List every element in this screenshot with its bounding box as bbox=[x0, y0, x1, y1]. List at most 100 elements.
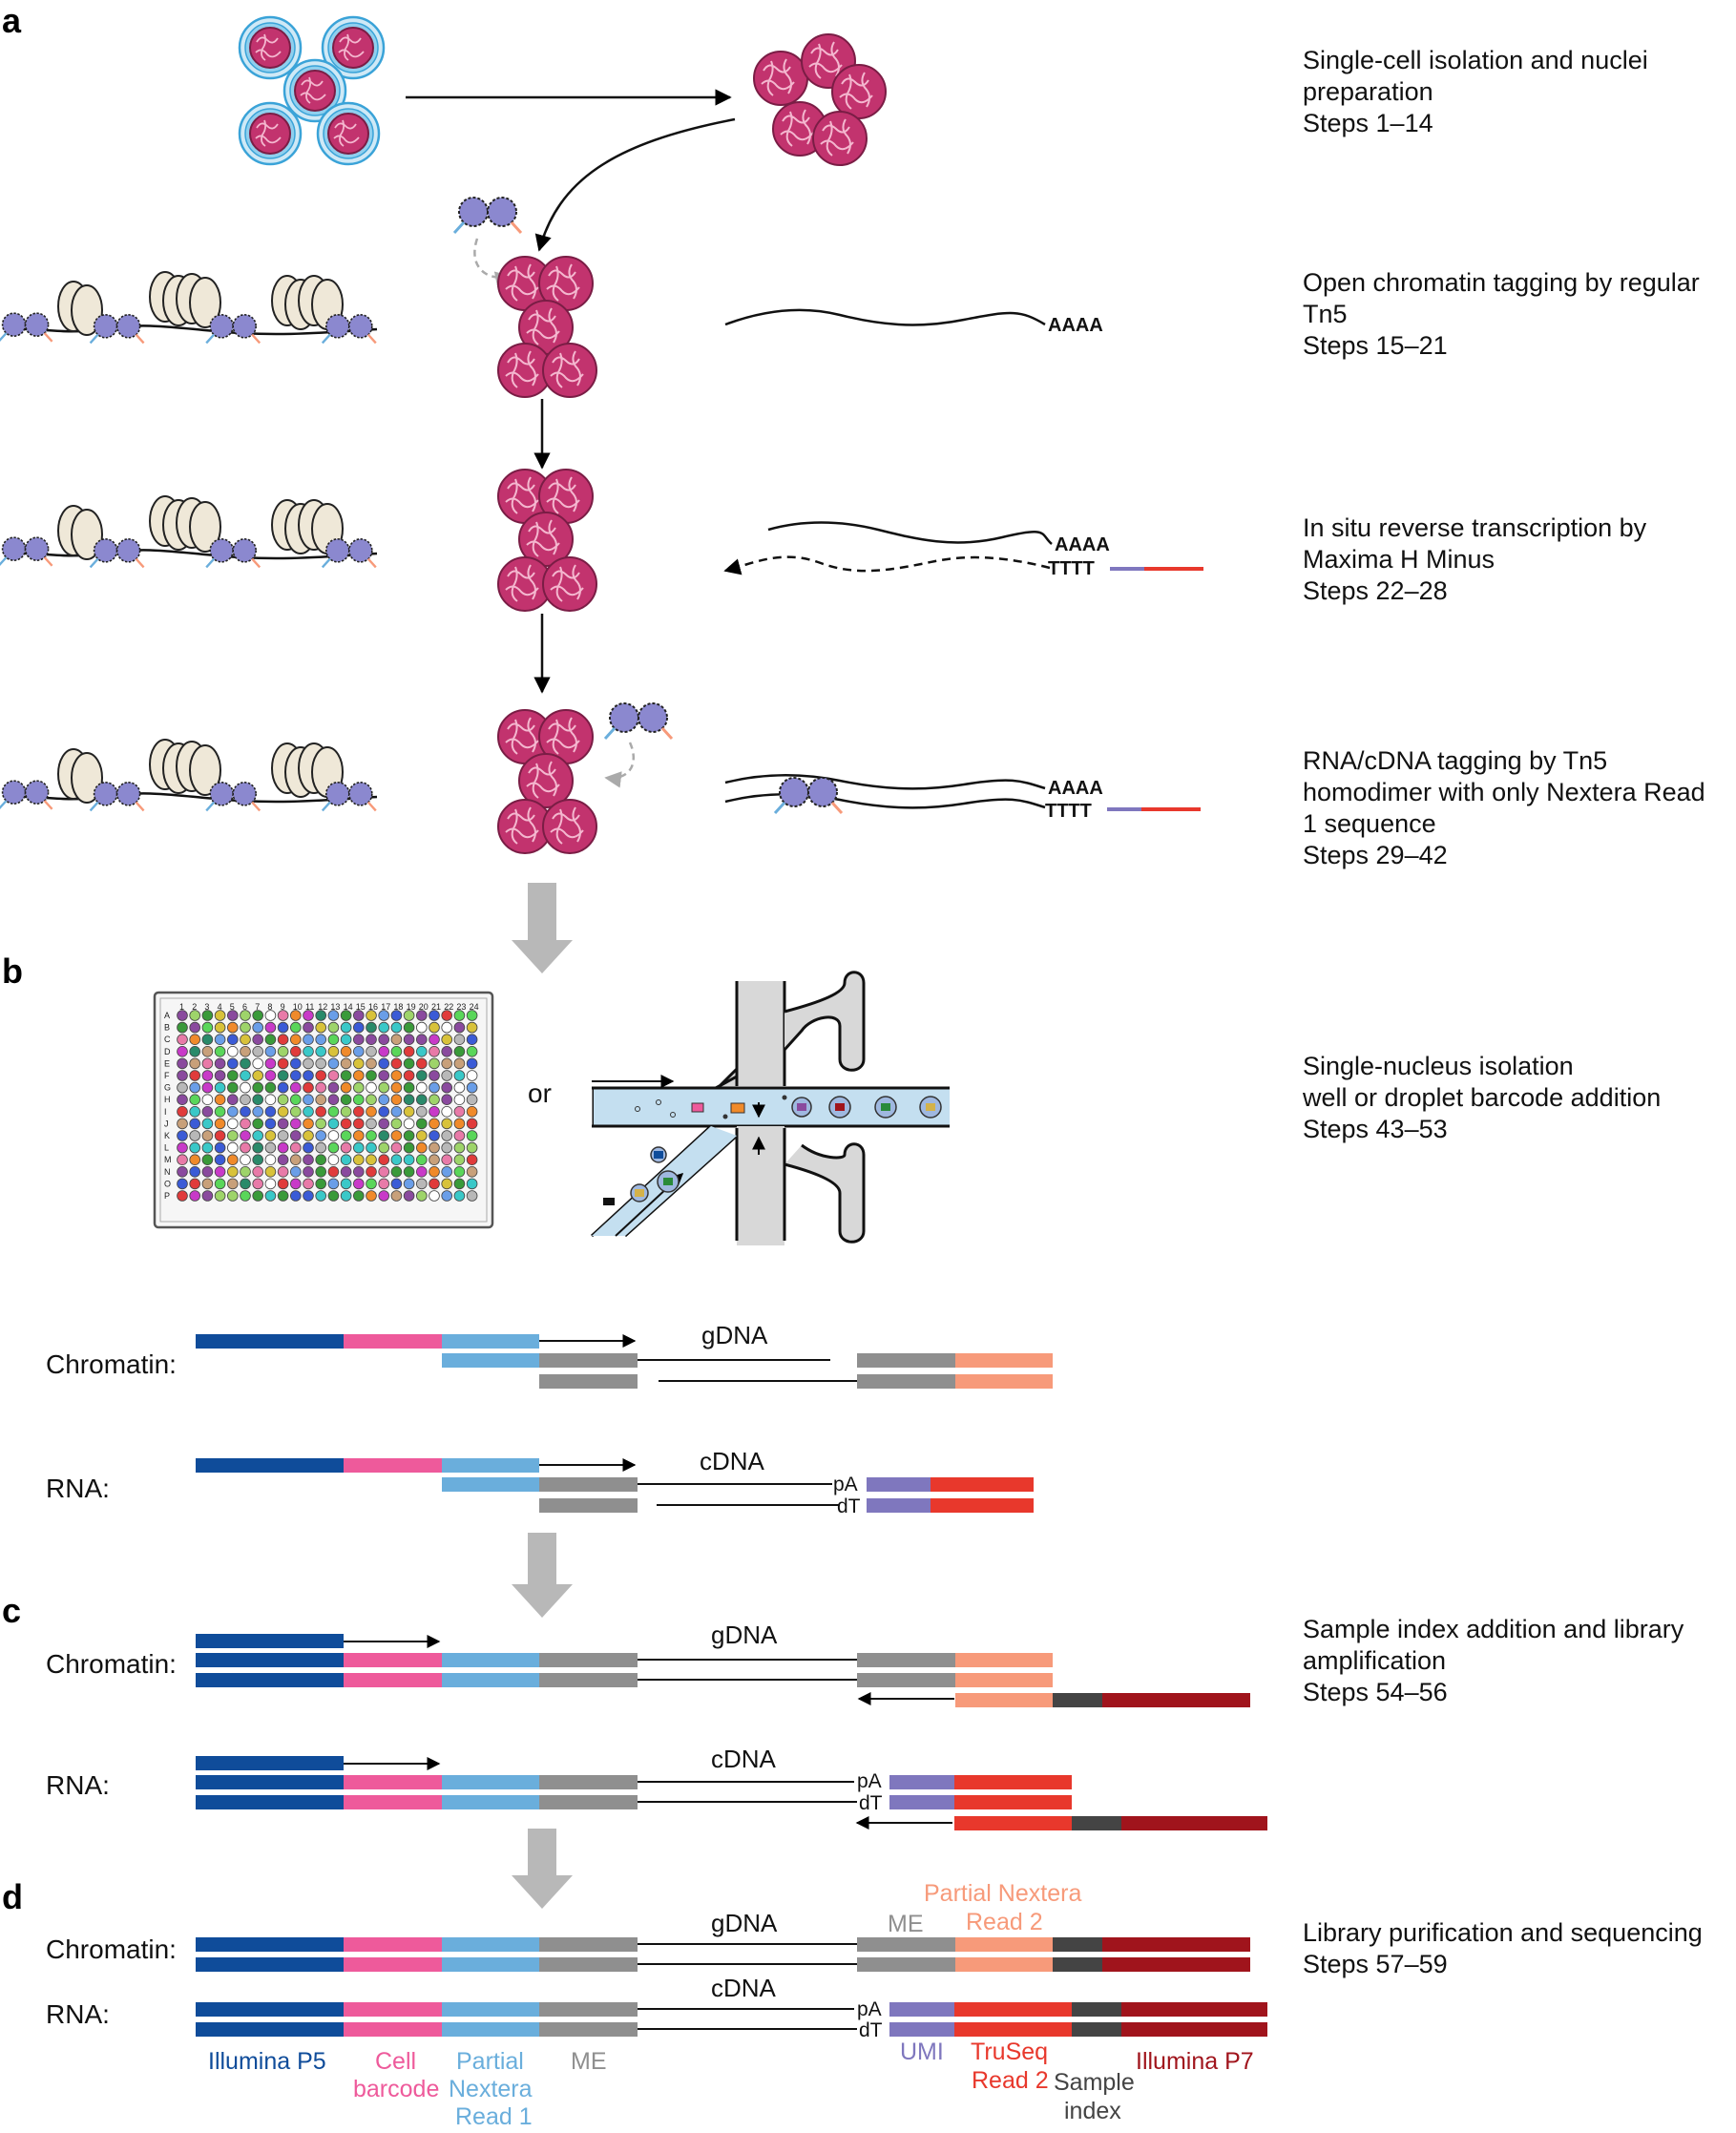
plate-well bbox=[429, 1130, 440, 1141]
plate-column-label: 6 bbox=[242, 1002, 247, 1012]
plate-well bbox=[240, 1118, 251, 1130]
plate-well bbox=[429, 1021, 440, 1034]
svg-text:Steps 43–53: Steps 43–53 bbox=[1303, 1115, 1448, 1143]
plate-well bbox=[340, 1141, 352, 1154]
plate-well bbox=[352, 1034, 365, 1045]
plate-well bbox=[240, 1081, 251, 1094]
plate-well bbox=[378, 1057, 390, 1070]
plate-well bbox=[403, 1178, 415, 1190]
plate-well bbox=[214, 1118, 226, 1130]
plate-well bbox=[340, 1178, 352, 1190]
plate-row-label: N bbox=[164, 1167, 171, 1177]
plate-well bbox=[264, 1046, 277, 1057]
plate-well bbox=[466, 1118, 478, 1130]
plate-well bbox=[441, 1021, 453, 1034]
plate-well bbox=[390, 1094, 403, 1105]
step-text-2: Open chromatin tagging by regular Tn5 St… bbox=[1303, 268, 1700, 360]
plate-well bbox=[289, 1118, 302, 1130]
plate-well bbox=[303, 1190, 314, 1202]
plate-well bbox=[327, 1118, 340, 1130]
plate-well bbox=[441, 1154, 453, 1165]
plate-well bbox=[214, 1010, 226, 1021]
plate-row-label: C bbox=[164, 1035, 171, 1044]
plate-column-label: 17 bbox=[381, 1002, 390, 1012]
plate-well bbox=[240, 1010, 251, 1021]
plate-well bbox=[289, 1046, 302, 1057]
plate-well bbox=[415, 1141, 428, 1154]
cdna-strand-row-4 bbox=[724, 793, 1046, 809]
plate-well bbox=[366, 1106, 377, 1118]
plate-well bbox=[340, 1046, 352, 1057]
panel-letter-d: d bbox=[2, 1877, 23, 1916]
label-rna-b: RNA: bbox=[46, 1474, 110, 1503]
plate-well bbox=[352, 1106, 365, 1118]
plate-well bbox=[415, 1057, 428, 1070]
plate-column-label: 19 bbox=[407, 1002, 416, 1012]
plate-row-label: I bbox=[164, 1107, 167, 1117]
plate-well bbox=[441, 1190, 453, 1202]
svg-text:1 sequence: 1 sequence bbox=[1303, 809, 1436, 838]
plate-well bbox=[352, 1046, 365, 1057]
plate-well bbox=[429, 1190, 440, 1202]
plate-well bbox=[403, 1141, 415, 1154]
plate-well bbox=[415, 1166, 428, 1178]
step-text-5: Single-nucleus isolation well or droplet… bbox=[1302, 1052, 1661, 1143]
plate-column-label: 11 bbox=[305, 1002, 314, 1012]
plate-well bbox=[240, 1046, 251, 1057]
big-arrow-a-to-b bbox=[512, 883, 573, 973]
plate-well bbox=[289, 1057, 302, 1070]
svg-text:Open chromatin tagging by regu: Open chromatin tagging by regular bbox=[1303, 268, 1700, 297]
plate-well bbox=[315, 1046, 327, 1057]
plate-well bbox=[415, 1118, 428, 1130]
svg-text:Tn5: Tn5 bbox=[1303, 300, 1348, 328]
label-chromatin-b: Chromatin: bbox=[46, 1349, 177, 1379]
gdna-label-d: gDNA bbox=[711, 1909, 778, 1937]
plate-well bbox=[390, 1141, 403, 1154]
svg-text:Single-nucleus isolation: Single-nucleus isolation bbox=[1303, 1052, 1574, 1080]
plate-well bbox=[378, 1046, 390, 1057]
tn5-transposome bbox=[452, 196, 523, 235]
plate-well bbox=[214, 1154, 226, 1165]
rt-read2-row-4 bbox=[1141, 807, 1201, 811]
label-rna-c: RNA: bbox=[46, 1770, 110, 1800]
plate-well bbox=[252, 1081, 264, 1094]
plate-well bbox=[177, 1130, 188, 1141]
dt-label-b: dT bbox=[837, 1495, 861, 1517]
plate-well bbox=[453, 1021, 466, 1034]
plate-well bbox=[189, 1190, 201, 1202]
legend-cell-barcode-line1: Cell bbox=[375, 2048, 416, 2075]
plate-well bbox=[453, 1166, 466, 1178]
plate-well bbox=[327, 1094, 340, 1105]
plate-well bbox=[466, 1081, 478, 1094]
plate-well bbox=[315, 1070, 327, 1081]
plate-well bbox=[252, 1034, 264, 1045]
plate-well bbox=[214, 1021, 226, 1034]
or-label: or bbox=[528, 1078, 552, 1108]
plate-well bbox=[327, 1034, 340, 1045]
plate-well bbox=[340, 1057, 352, 1070]
legend-truseq-read2-line1: TruSeq bbox=[971, 2039, 1048, 2065]
plate-well bbox=[441, 1130, 453, 1141]
plate-well bbox=[201, 1046, 214, 1057]
plate-well bbox=[240, 1154, 251, 1165]
plate-well bbox=[177, 1081, 188, 1094]
plate-well bbox=[390, 1130, 403, 1141]
plate-well bbox=[466, 1166, 478, 1178]
plate-well bbox=[315, 1141, 327, 1154]
cdna-label-b: cDNA bbox=[700, 1447, 765, 1475]
plate-well bbox=[277, 1178, 289, 1190]
plate-well bbox=[264, 1130, 277, 1141]
plate-well bbox=[240, 1130, 251, 1141]
big-arrow-b-to-c bbox=[512, 1533, 573, 1618]
plate-well bbox=[264, 1166, 277, 1178]
plate-well bbox=[415, 1178, 428, 1190]
plate-well bbox=[340, 1154, 352, 1165]
plate-well bbox=[327, 1057, 340, 1070]
plate-well bbox=[390, 1070, 403, 1081]
plate-well bbox=[189, 1118, 201, 1130]
panel-letter-a: a bbox=[2, 1, 22, 40]
plate-well bbox=[214, 1081, 226, 1094]
plate-well bbox=[303, 1021, 314, 1034]
plate-well bbox=[340, 1166, 352, 1178]
rt-umi-row-3 bbox=[1110, 567, 1144, 571]
